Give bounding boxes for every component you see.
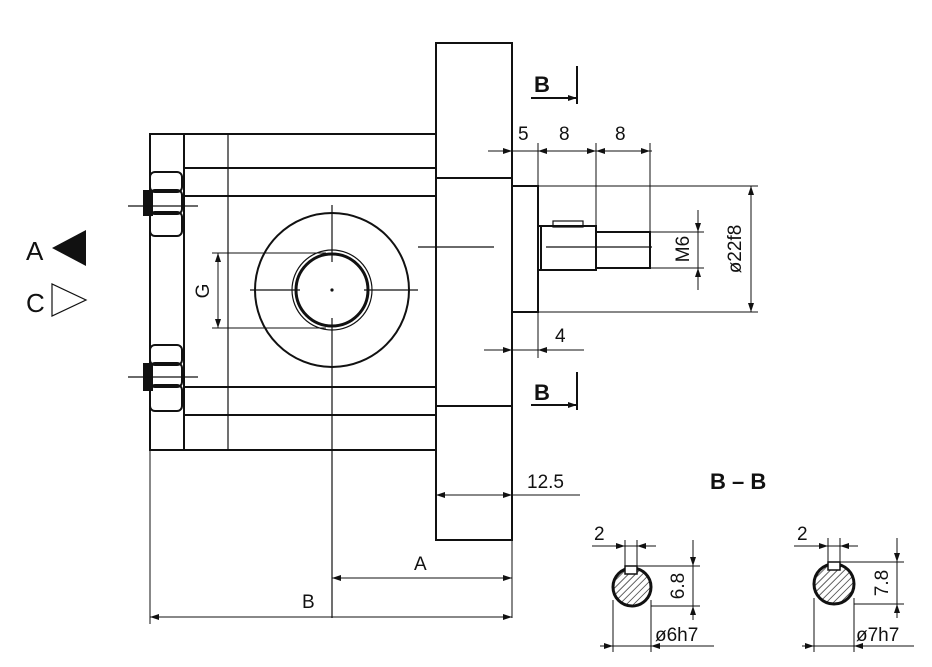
section1-diameter: ø6h7 (655, 625, 698, 646)
m6-label: M6 (673, 236, 694, 262)
dimension-phi22: ø22f8 (538, 185, 758, 313)
dim-a: A (414, 554, 427, 575)
dimension-g: G (193, 252, 326, 329)
dimension-b: B (149, 450, 512, 624)
g-label: G (193, 284, 214, 299)
dim-b: B (302, 592, 315, 613)
section-title: B – B (710, 469, 766, 494)
top-dimensions: 5 8 8 (488, 124, 652, 232)
phi22-label: ø22f8 (725, 225, 746, 274)
section1-height: 6.8 (668, 573, 689, 599)
flange (418, 42, 513, 541)
section2-height: 7.8 (872, 570, 893, 596)
section-mark-top: B (531, 66, 578, 104)
a-label: A (26, 236, 44, 266)
dim-4: 4 (555, 326, 566, 347)
section-detail-1: 2 6.8 ø6h7 (592, 524, 714, 652)
dimension-4: 4 (484, 312, 584, 358)
c-label: C (26, 288, 45, 318)
section2-key-width: 2 (797, 524, 808, 545)
shaft (511, 185, 652, 313)
port (250, 205, 418, 618)
bolt-top (128, 171, 198, 237)
bolt-bottom (128, 344, 198, 412)
filled-triangle-icon (52, 230, 86, 266)
svg-text:B: B (534, 72, 550, 97)
dimension-12-5: 12.5 (436, 472, 580, 498)
svg-text:B: B (534, 380, 550, 405)
view-a-marker: A (26, 230, 86, 266)
section-mark-bottom: B (531, 372, 578, 410)
dim-5: 5 (518, 124, 529, 145)
dim-8a: 8 (559, 124, 570, 145)
section-detail-2: 2 7.8 ø7h7 (794, 524, 914, 652)
dim-8b: 8 (615, 124, 626, 145)
section1-key-width: 2 (594, 524, 605, 545)
dimension-a: A (332, 540, 513, 618)
outline-triangle-icon (51, 283, 88, 317)
dimension-m6: M6 (650, 210, 704, 290)
dim-12-5: 12.5 (527, 472, 564, 493)
view-c-marker: C (26, 283, 88, 318)
section2-diameter: ø7h7 (856, 625, 899, 646)
